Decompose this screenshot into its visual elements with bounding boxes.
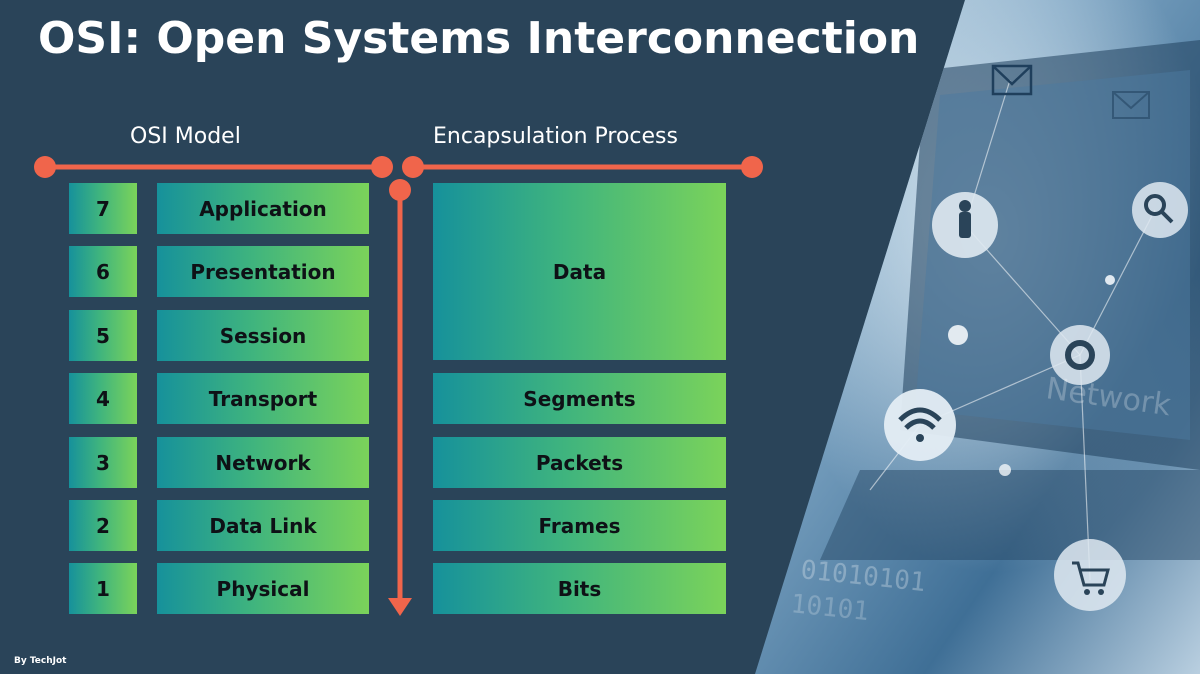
tech-photo-panel: Network 01010101 10101 <box>755 0 1200 674</box>
pdu-bits: Bits <box>433 563 726 614</box>
envelope-icon <box>991 64 1033 96</box>
layer-number-1: 1 <box>69 563 137 614</box>
layer-number-7: 7 <box>69 183 137 234</box>
envelope-icon-small <box>1112 91 1150 119</box>
pdu-packets: Packets <box>433 437 726 488</box>
encapsulation-bracket-line <box>402 156 763 178</box>
osi-model-label: OSI Model <box>130 124 241 149</box>
credit-text: By TechJot <box>14 656 67 666</box>
layer-number-4: 4 <box>69 373 137 424</box>
layer-name-transport: Transport <box>157 373 369 424</box>
pdu-data: Data <box>433 183 726 360</box>
pdu-frames: Frames <box>433 500 726 551</box>
layer-number-3: 3 <box>69 437 137 488</box>
layer-name-data-link: Data Link <box>157 500 369 551</box>
pdu-segments: Segments <box>433 373 726 424</box>
layer-name-presentation: Presentation <box>157 246 369 297</box>
cart-icon <box>1054 539 1126 611</box>
downward-arrow <box>388 179 412 616</box>
osi-bracket-line <box>34 156 393 178</box>
page-title: OSI: Open Systems Interconnection <box>38 13 920 64</box>
layer-name-session: Session <box>157 310 369 361</box>
gear-icon <box>1050 325 1110 385</box>
layer-name-application: Application <box>157 183 369 234</box>
layer-name-physical: Physical <box>157 563 369 614</box>
layer-name-network: Network <box>157 437 369 488</box>
layer-number-6: 6 <box>69 246 137 297</box>
encapsulation-process-label: Encapsulation Process <box>433 124 678 149</box>
layer-number-2: 2 <box>69 500 137 551</box>
wifi-icon <box>884 389 956 461</box>
layer-number-5: 5 <box>69 310 137 361</box>
